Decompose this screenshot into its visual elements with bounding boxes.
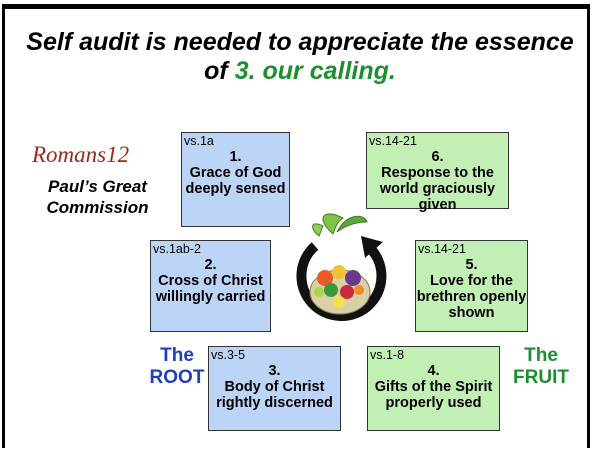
root-label: The ROOT bbox=[149, 345, 205, 388]
commission-subtitle: Paul’s Great Commission bbox=[46, 177, 149, 217]
verse-ref: vs.1a bbox=[184, 134, 214, 148]
box-cross: vs.1ab-2 2. Cross of Christ willingly ca… bbox=[150, 240, 271, 332]
fruit-bowl-cycle-icon bbox=[296, 213, 387, 321]
box-text: Gifts of the Spirit properly used bbox=[374, 379, 493, 411]
box-love: vs.14-21 5. Love for the brethren openly… bbox=[415, 240, 528, 332]
verse-ref: vs.14-21 bbox=[369, 134, 417, 148]
box-number: 3. bbox=[268, 363, 281, 379]
fruit-label: The FRUIT bbox=[513, 345, 569, 388]
verse-ref: vs.14-21 bbox=[418, 242, 466, 256]
box-text: Cross of Christ willingly carried bbox=[155, 273, 266, 305]
box-number: 4. bbox=[427, 363, 440, 379]
box-grace: vs.1a 1. Grace of God deeply sensed bbox=[181, 132, 290, 227]
box-gifts: vs.1-8 4. Gifts of the Spirit properly u… bbox=[367, 346, 500, 431]
verse-ref: vs.1ab-2 bbox=[153, 242, 201, 256]
verse-ref: vs.3-5 bbox=[211, 348, 246, 362]
box-body: vs.3-5 3. Body of Christ rightly discern… bbox=[208, 346, 341, 431]
box-text: Grace of God deeply sensed bbox=[185, 165, 286, 197]
box-response: vs.14-21 6. Response to the world gracio… bbox=[366, 132, 509, 213]
box-number: 2. bbox=[204, 257, 217, 273]
romans-heading: Romans12 bbox=[32, 142, 130, 167]
slide-title: Self audit is needed to appreciate the e… bbox=[26, 28, 574, 85]
verse-ref: vs.1-8 bbox=[370, 348, 405, 362]
box-number: 6. bbox=[431, 149, 444, 165]
slide-frame bbox=[2, 4, 590, 448]
box-text: Response to the world graciously given bbox=[379, 165, 496, 213]
box-number: 5. bbox=[465, 257, 478, 273]
box-number: 1. bbox=[229, 149, 242, 165]
box-text: Body of Christ rightly discerned bbox=[216, 379, 333, 411]
box-text: Love for the brethren openly shown bbox=[416, 273, 527, 321]
